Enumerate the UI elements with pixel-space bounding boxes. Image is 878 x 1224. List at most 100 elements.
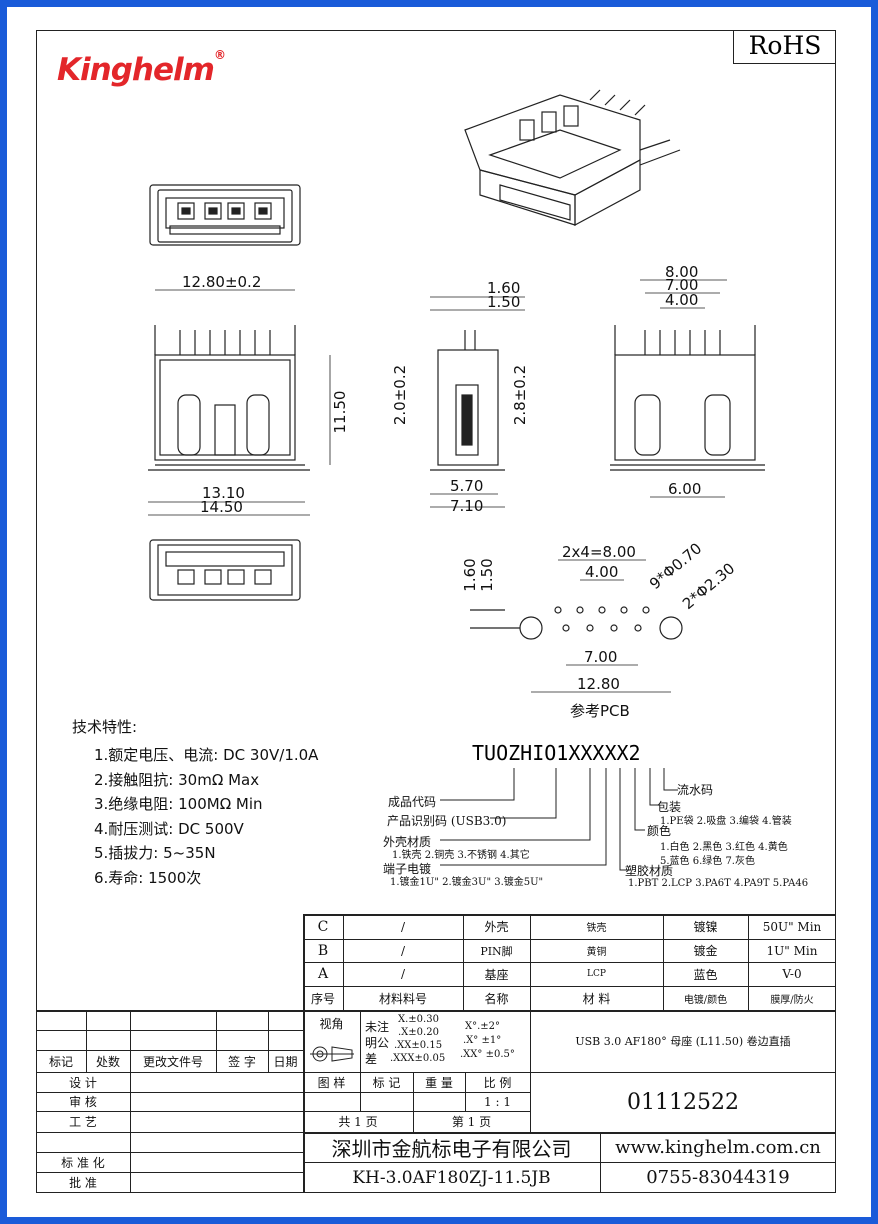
tb-description: USB 3.0 AF180° 母座 (L11.50) 卷边直插 (575, 1035, 791, 1048)
dim-pcb-offset-a: 1.60 (461, 558, 479, 591)
tb-count: 处数 (95, 1054, 120, 1069)
dim-front-width: 12.80±0.2 (182, 273, 261, 291)
rohs-mark: RoHS (733, 30, 836, 64)
pn-label-serial: 流水码 (677, 783, 714, 797)
tb-tol-xxxx: .XXX±0.05 (390, 1053, 446, 1064)
bom-finish-label: 镀金 (693, 944, 718, 958)
tb-ang-2: .X° ±1° (463, 1035, 502, 1046)
pn-label-color: 颜色 (647, 824, 672, 838)
dim-side-bottom-inner: 5.70 (450, 477, 483, 495)
tb-website: www.kinghelm.com.cn (615, 1136, 821, 1158)
projection-symbol-icon (310, 1046, 354, 1062)
dim-rear-top-1: 8.00 (665, 263, 698, 281)
iso-view-drawing (464, 89, 681, 227)
rear-view-drawing (610, 325, 765, 471)
tb-page: 第 1 页 (451, 1115, 492, 1129)
tb-process: 工 艺 (69, 1115, 97, 1129)
pn-label-plastic: 塑胶材质 (625, 864, 674, 878)
dim-side-bottom-outer: 7.10 (450, 497, 483, 515)
bom-header-name: 名称 (484, 991, 509, 1006)
dim-pcb-inner: 4.00 (585, 563, 618, 581)
dim-pcb-total: 12.80 (577, 675, 620, 693)
bom-part-no: / (400, 967, 406, 981)
tb-total-pages: 共 1 页 (338, 1115, 378, 1129)
bom-id: A (317, 966, 329, 982)
pn-shell-opts: 1.铁壳 2.铜壳 3.不锈钢 4.其它 (392, 850, 530, 861)
tb-date: 日期 (273, 1054, 298, 1069)
bom-part-no: / (400, 943, 406, 958)
tb-mark: 标记 (48, 1054, 73, 1069)
tb-change-doc: 更改文件号 (142, 1054, 203, 1069)
bom-material: 黄铜 (586, 947, 607, 958)
front-view-drawing (148, 325, 310, 471)
dim-rear-top-3: 4.00 (665, 291, 698, 309)
brand-logo: Kinghelm® (57, 48, 226, 88)
spec-item: 4.耐压测试: DC 500V (94, 819, 244, 838)
dim-front-base-inner: 13.10 (202, 484, 245, 502)
tb-model: KH-3.0AF180ZJ-11.5JB (352, 1167, 551, 1188)
tb-drawing-no: 01112522 (627, 1089, 739, 1115)
tb-weight: 重 量 (425, 1075, 453, 1090)
bom-id: C (317, 918, 329, 935)
tb-ang-3: .XX° ±0.5° (460, 1049, 515, 1060)
pcb-layout-drawing (470, 606, 683, 640)
dim-side-right-height: 2.8±0.2 (511, 365, 529, 425)
bom-name: 外壳 (484, 920, 509, 934)
technical-drawings: 12.80±0.2 13.10 14.50 11.50 1.60 1.50 2.… (148, 89, 765, 720)
dim-rear-bottom: 6.00 (668, 480, 701, 498)
part-number-code: TUOZHIO1XXXXX2 (472, 741, 641, 765)
tb-tol-xx: .X±0.20 (398, 1027, 439, 1038)
tb-tol-x: X.±0.30 (398, 1014, 439, 1025)
tech-specs: 技术特性: 1.额定电压、电流: DC 30V/1.0A 2.接触阻抗: 30m… (72, 716, 318, 890)
pn-label-finished: 成品代码 (388, 795, 437, 809)
top-view-drawing (149, 184, 301, 246)
bom-finish-label: 蓝色 (693, 967, 718, 982)
spec-item: 2.接触阻抗: 30mΩ Max (94, 770, 260, 789)
tb-ang-1: X°.±2° (465, 1021, 501, 1032)
bom-finish-label: 镀镍 (693, 920, 718, 934)
tb-label: 标 记 (372, 1075, 401, 1090)
dim-side-top-outer: 1.60 (487, 279, 520, 297)
bom-id: B (317, 942, 329, 959)
dim-rear-top-2: 7.00 (665, 276, 698, 294)
pn-color-opts-1: 1.白色 2.黑色 3.红色 4.黄色 (660, 842, 788, 853)
specs-title: 技术特性: (72, 718, 138, 736)
dim-pcb-pitch: 2x4=8.00 (562, 543, 636, 561)
pcb-caption: 参考PCB (570, 702, 630, 720)
spec-item: 6.寿命: 1500次 (94, 868, 202, 887)
tb-tol-xxx: .XX±0.15 (394, 1040, 443, 1051)
tb-sample: 图 样 (317, 1075, 346, 1090)
tb-scale: 比 例 (483, 1075, 512, 1090)
bom-header-id: 序号 (310, 991, 335, 1006)
dim-front-height: 11.50 (331, 391, 349, 434)
bom-header-finish-value: 膜厚/防火 (770, 994, 814, 1006)
pn-label-plating: 端子电镀 (383, 862, 432, 876)
dim-pcb-offset-b: 1.50 (478, 558, 496, 591)
spec-item: 3.绝缘电阻: 100MΩ Min (94, 795, 263, 813)
tb-tol-1: 未注 (365, 1020, 390, 1034)
bom-finish-value: 50U" Min (762, 919, 822, 934)
pn-label-product-id: 产品识别码 (USB3.0) (387, 814, 507, 828)
bom-name: 基座 (484, 967, 509, 982)
bom-name: PIN脚 (480, 944, 513, 958)
bom-part-no: / (400, 919, 406, 934)
bom-header-material: 材 料 (582, 991, 611, 1006)
bom-finish-value: V-0 (782, 967, 802, 981)
pn-package-opts: 1.PE袋 2.吸盘 3.编袋 4.管装 (660, 816, 792, 827)
pn-plastic-opts: 1.PBT 2.LCP 3.PA6T 4.PA9T 5.PA46 (628, 878, 809, 889)
pn-plating-opts: 1.镀金1U" 2.镀金3U" 3.镀金5U" (390, 877, 544, 888)
tb-approve: 批 准 (69, 1176, 97, 1190)
pn-label-package: 包装 (657, 800, 682, 814)
spec-item: 1.额定电压、电流: DC 30V/1.0A (94, 746, 319, 764)
tb-sign: 签 字 (228, 1054, 256, 1069)
bottom-view-drawing (149, 539, 301, 601)
bom-header-part-no: 材料料号 (378, 991, 427, 1006)
tb-review: 审 核 (69, 1095, 97, 1109)
bom-material: 铁壳 (586, 923, 607, 934)
tb-design: 设 计 (69, 1075, 97, 1090)
tb-phone: 0755-83044319 (646, 1167, 790, 1188)
pn-color-opts-2: 5.蓝色 6.绿色 7.灰色 (660, 856, 755, 867)
tb-tol-3: 差 (365, 1052, 378, 1066)
drawing-border (36, 30, 836, 1193)
